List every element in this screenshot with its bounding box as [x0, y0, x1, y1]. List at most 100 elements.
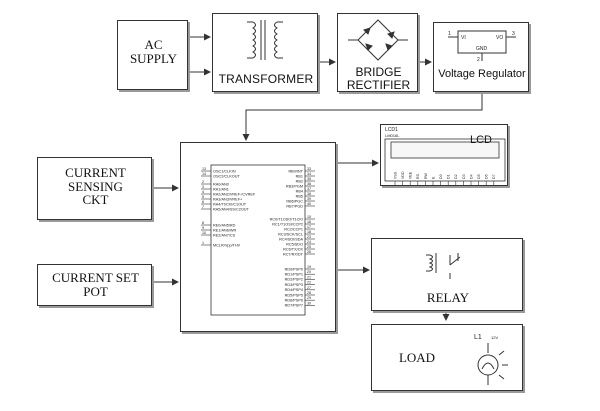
mcu-right-pin-number: 19: [307, 265, 311, 269]
relay-symbol: [426, 253, 461, 279]
ac-supply-block: AC SUPPLY: [117, 20, 188, 90]
mcu-right-pin-number: 38: [307, 192, 311, 196]
mcu-left-pin-number: 6: [202, 200, 204, 204]
lcd-pin-label: VSS: [393, 171, 397, 179]
regulator-pin-vi: VI: [461, 35, 466, 41]
mcu-left-pin-number: 2: [202, 180, 204, 184]
mcu-right-pin-name: RD1/PSP1: [285, 273, 303, 277]
mcu-right-pin-number: 18: [307, 230, 311, 234]
regulator-pin-gnd: GND: [476, 46, 488, 52]
mcu-left-pin-number: 14: [202, 172, 206, 176]
mcu-right-pin-number: 21: [307, 275, 311, 279]
lamp-icon: L1 12V: [474, 334, 508, 385]
mcu-left-pin-name: RE0/AN5/RD: [213, 223, 236, 227]
mcu-left-pin-number: 5: [202, 195, 204, 199]
mcu-right-pin-number: 35: [307, 177, 311, 181]
lcd-pin-label: RS: [416, 173, 420, 179]
lcd-pin-label: D6: [485, 174, 489, 179]
lcd-pin-label: D1: [447, 174, 451, 179]
mcu-right-pin-name: RD4/PSP4: [285, 288, 303, 292]
lcd-screen: [390, 141, 500, 159]
lcd-pin-label: D4: [469, 174, 473, 179]
mcu-right-pin-number: 39: [307, 197, 311, 201]
mcu-left-pin-number: 10: [202, 231, 206, 235]
mcu-right-pin-number: 40: [307, 202, 311, 206]
lcd-pin-label: E: [431, 176, 435, 179]
mcu-right-pin-name: RC6/TX/CK: [283, 247, 303, 251]
mcu-left-pin-number: 8: [202, 221, 204, 225]
mcu-right-pin-name: RD2/PSP2: [285, 278, 303, 282]
mcu-right-pin-number: 23: [307, 235, 311, 239]
mcu-right-pin-number: 33: [307, 167, 311, 171]
mcu-right-pin-name: RD0/PSP0: [285, 267, 303, 271]
lcd-ref-label: LCD1: [385, 127, 398, 133]
current-set-pot-label: CURRENT SET POT: [52, 270, 139, 299]
mcu-right-pin-name: RB7/PGD: [286, 204, 303, 208]
regulator-pin-2: 2: [477, 57, 480, 63]
mcu-right-pin-number: 30: [307, 301, 311, 305]
lamp-rating-label: 12V: [491, 335, 498, 340]
mcu-right-pin-name: RB4: [296, 189, 303, 193]
mcu-right-pin-number: 15: [307, 215, 311, 219]
mcu-left-pin-name: MCLR/Vpp/THV: [213, 243, 241, 247]
mcu-left-pin-number: 13: [202, 167, 206, 171]
mcu-left-pin-name: RA5/AN4/SS/C2OUT: [213, 207, 250, 211]
lcd-pin-label: D7: [492, 174, 496, 179]
mcu-right-pin-name: RB6/PGC: [286, 199, 303, 203]
current-sensing-label: CURRENT SENSING CKT: [65, 165, 126, 208]
mcu-right-pin-number: 37: [307, 187, 311, 191]
lamp-ref-label: L1: [474, 334, 482, 341]
voltage-regulator-block: VI VO GND 1 3 2 Voltage Regulator: [433, 22, 529, 92]
mcu-right-pin-name: RC3/SCK/SCL: [278, 232, 303, 236]
ac-supply-label: AC SUPPLY: [129, 37, 178, 66]
lcd-pin-label: VDD: [401, 171, 405, 179]
mcu-right-pin-name: RC0/T1OSO/T1CKI: [270, 217, 303, 221]
mcu-right-pin-name: RD6/PSP6: [285, 299, 303, 303]
lcd-pin-label: D0: [439, 174, 443, 179]
mcu-left-pin-name: RA1/AN1: [213, 187, 229, 191]
mcu-left-pin-number: 7: [202, 205, 204, 209]
mcu-right-pin-name: RD3/PSP3: [285, 283, 303, 287]
mcu-right-pin-number: 28: [307, 291, 311, 295]
lcd-pin-label: D2: [454, 174, 458, 179]
mcu-right-pin-number: 36: [307, 182, 311, 186]
mcu-left-pin-name: RE2/AN7/CS: [213, 233, 236, 237]
mcu-left-pin-name: RA0/AN0: [213, 182, 229, 186]
mcu-left-pin-number: 1: [202, 241, 204, 245]
mcu-left-pin-number: 3: [202, 185, 204, 189]
mcu-right-pin-number: 29: [307, 296, 311, 300]
mcu-right-pin-name: RC5/SDO: [286, 242, 303, 246]
mcu-right-pin-name: RC2/CCP1: [284, 227, 303, 231]
mcu-right-pin-name: RB3/PGM: [286, 184, 303, 188]
lcd-pin-label: D3: [462, 174, 466, 179]
regulator-pin-3: 3: [512, 31, 515, 37]
load-label: LOAD: [398, 350, 436, 365]
mcu-right-pin-number: 17: [307, 225, 311, 229]
current-set-pot-block: CURRENT SET POT: [37, 264, 152, 306]
regulator-pin-vo: VO: [496, 35, 503, 41]
transformer-symbol: [247, 20, 283, 60]
mcu-left-pin-number: 9: [202, 226, 204, 230]
mcu-right-pin-number: 34: [307, 172, 311, 176]
microcontroller-chip: 13OSC1/CLKIN14OSC2/CLKOUT2RA0/AN03RA1/AN…: [201, 164, 315, 316]
mcu-right-pin-number: 16: [307, 220, 311, 224]
mcu-left-pin-number: 4: [202, 190, 204, 194]
mcu-right-pin-name: RB0/INT: [288, 169, 303, 173]
bridge-symbol: [348, 19, 408, 61]
mcu-right-pin-name: RD5/PSP5: [285, 293, 303, 297]
mcu-right-pin-name: RC7/RX/DT: [283, 252, 304, 256]
voltage-regulator-label: Voltage Regulator: [438, 68, 526, 80]
mcu-right-pin-number: 26: [307, 250, 311, 254]
lcd-pin-label: RW: [424, 172, 428, 179]
mcu-left-pin-name: RE1/AN6/WR: [213, 228, 236, 232]
bridge-rectifier-block: BRIDGE RECTIFIER: [337, 13, 418, 92]
regulator-pin-1: 1: [448, 31, 451, 37]
mcu-right-pin-name: RC4/SDI/SDA: [279, 237, 303, 241]
mcu-right-pin-name: RD7/PSP7: [285, 304, 303, 308]
load-block: LOAD L1 12V: [371, 324, 523, 391]
mcu-right-pin-number: 22: [307, 281, 311, 285]
